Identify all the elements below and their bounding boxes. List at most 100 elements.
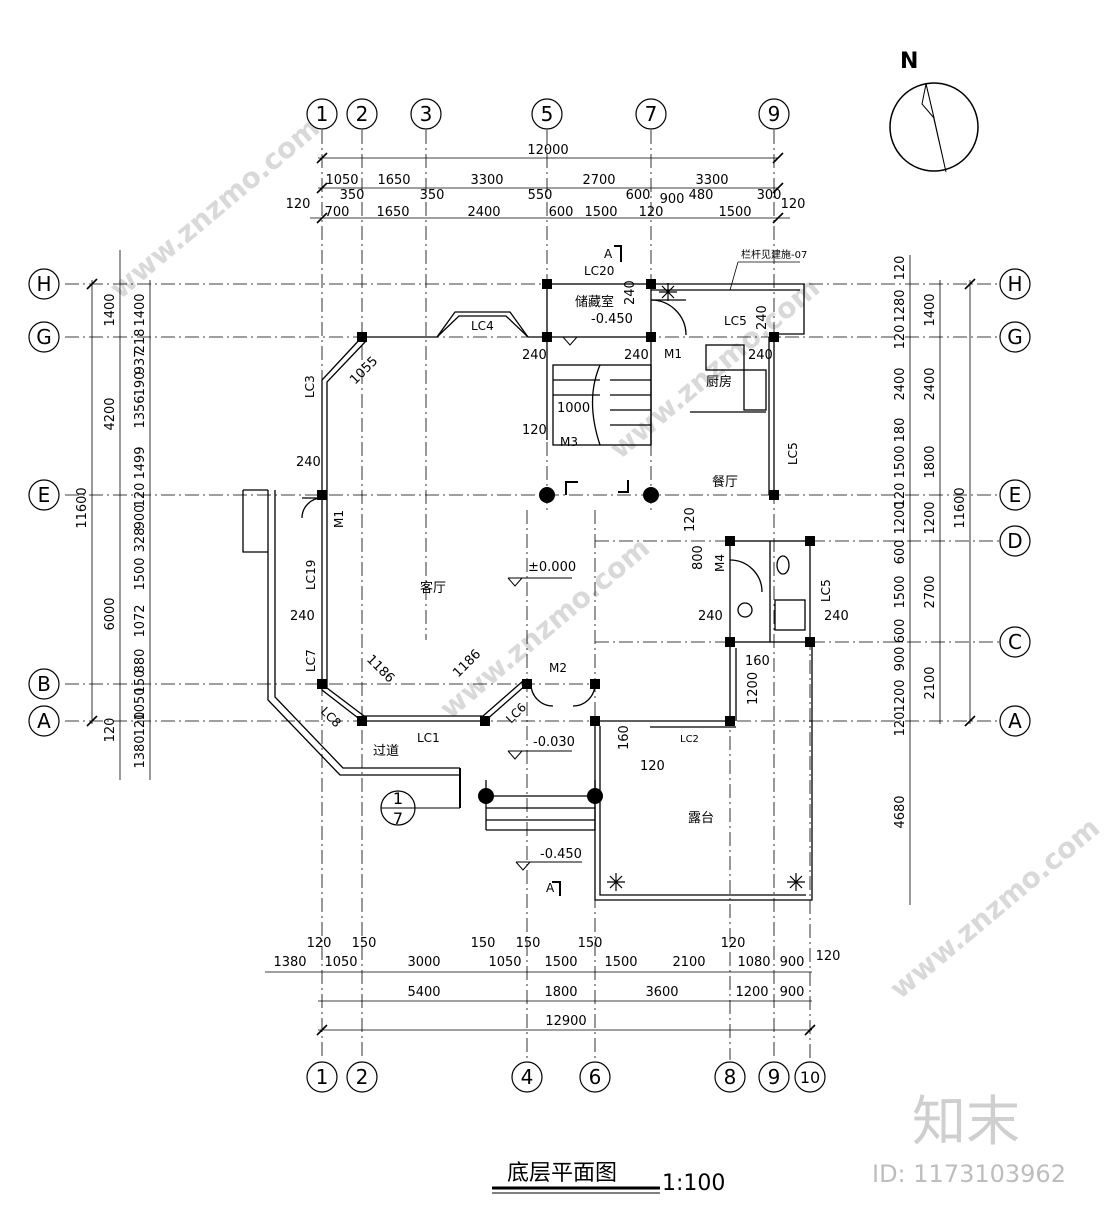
railing-note: 栏杆见建施-07 xyxy=(729,248,807,291)
window-label: LC1 xyxy=(417,731,440,745)
dim-text: 2400 xyxy=(893,367,908,400)
window-label: LC7 xyxy=(304,649,318,672)
dim-text: 328 xyxy=(133,528,148,553)
dim-text: 1650 xyxy=(377,173,410,188)
dim-text: 600 xyxy=(626,188,651,203)
dim-text: 1500 xyxy=(893,445,908,478)
dim-text: 1280 xyxy=(893,289,908,322)
railing-note-text: 栏杆见建施-07 xyxy=(741,248,807,261)
dim-text: 2700 xyxy=(582,173,615,188)
watermark-url: www.znzmo.com xyxy=(883,811,1106,1005)
dim-text: 120 xyxy=(640,759,665,774)
dim-text: 1000 xyxy=(557,401,590,416)
dim-text: 1500 xyxy=(544,955,577,970)
dim-text: 1356 xyxy=(133,395,148,428)
dim-text: 900 xyxy=(893,647,908,672)
dim-text: 600 xyxy=(549,205,574,220)
dim-text: 3600 xyxy=(645,985,678,1000)
dim-text: 937 xyxy=(133,350,148,375)
dim-text: 120 xyxy=(893,325,908,350)
dim-text: 1800 xyxy=(544,985,577,1000)
dim-text: 2400 xyxy=(467,205,500,220)
top-dimensions: 12000 1050 1650 3300 2700 3300 350 350 5… xyxy=(286,143,806,220)
dim-text: 150 xyxy=(133,670,148,695)
detail-sheet: 7 xyxy=(393,809,403,828)
axis-label-right: D xyxy=(1007,529,1022,553)
dim-total-top: 12000 xyxy=(527,143,568,158)
dim-text: 120 xyxy=(522,423,547,438)
axis-label-top: 3 xyxy=(420,102,433,126)
dim-text: 350 xyxy=(420,188,445,203)
dim-text: 1050 xyxy=(488,955,521,970)
dim-text: 1050 xyxy=(133,687,148,720)
dim-text: 2700 xyxy=(923,575,938,608)
bottom-dimensions: 120 150 150 150 150 120 120 1380 1050 30… xyxy=(273,936,840,1029)
door-label: M2 xyxy=(549,661,567,675)
detail-number: 1 xyxy=(393,789,403,808)
dim-text: 480 xyxy=(689,188,714,203)
axis-label-right: G xyxy=(1007,325,1023,349)
opening-labels: LC20 LC4 LC5 LC5 LC5 LC3 LC19 LC7 LC8 LC… xyxy=(303,264,833,745)
axis-label-top: 7 xyxy=(645,102,658,126)
dim-text: 600 xyxy=(893,619,908,644)
dim-text: 1380 xyxy=(273,955,306,970)
dim-text: 880 xyxy=(133,649,148,674)
dim-total-left: 11600 xyxy=(75,487,90,528)
dim-text: 1499 xyxy=(133,446,148,479)
dim-text: 120 xyxy=(133,483,148,508)
detail-index: 1 7 xyxy=(380,768,461,828)
dim-text: 240 xyxy=(623,280,638,305)
drawing-title-block: 底层平面图 1:100 xyxy=(492,1161,725,1196)
dim-text: 160 xyxy=(745,654,770,669)
axis-bubbles xyxy=(28,98,1031,1093)
axis-label-left: E xyxy=(38,483,51,507)
axis-label-right: C xyxy=(1008,630,1022,654)
door-label: M3 xyxy=(560,435,578,449)
window-label: LC20 xyxy=(584,264,614,278)
dim-text: 120 xyxy=(683,507,698,532)
dim-text: 1380 xyxy=(133,735,148,768)
axis-label-bottom: 8 xyxy=(724,1065,737,1089)
light-fixtures xyxy=(607,283,805,891)
dim-text: 1650 xyxy=(376,205,409,220)
room-names: 储藏室 厨房 餐厅 客厅 过道 露台 xyxy=(373,294,738,826)
level-entry: -0.030 xyxy=(533,735,575,750)
dim-text: 240 xyxy=(748,348,773,363)
window-label: LC2 xyxy=(680,734,699,745)
dim-text: 1080 xyxy=(737,955,770,970)
dim-text: 120 xyxy=(893,483,908,508)
axis-label-right: E xyxy=(1009,483,1022,507)
watermark-id: ID: 1173103962 xyxy=(872,1160,1066,1188)
dim-text: 240 xyxy=(522,348,547,363)
drawing-scale: 1:100 xyxy=(662,1171,725,1196)
axis-label-top: 9 xyxy=(768,102,781,126)
right-dimensions: 120 1280 120 2400 180 1500 120 1200 600 … xyxy=(893,256,968,829)
dim-total-right: 11600 xyxy=(953,487,968,528)
dim-text: 1500 xyxy=(584,205,617,220)
dim-text: 218 xyxy=(133,329,148,354)
dim-text: 120 xyxy=(781,197,806,212)
room-living: 客厅 xyxy=(420,580,446,596)
dim-text: 1500 xyxy=(604,955,637,970)
axis-label-left: H xyxy=(36,272,51,296)
dim-text: 160 xyxy=(617,725,632,750)
section-mark-labels: A A xyxy=(546,247,613,895)
section-mark-label: A xyxy=(604,247,613,261)
dim-text: 700 xyxy=(325,205,350,220)
section-mark-label: A xyxy=(546,881,555,895)
door-label: M4 xyxy=(713,554,727,572)
dim-text: 240 xyxy=(824,609,849,624)
dim-text: 2400 xyxy=(923,367,938,400)
axis-label-right: A xyxy=(1008,709,1022,733)
window-label: LC19 xyxy=(304,560,318,590)
dim-text: 800 xyxy=(691,545,706,570)
axis-label-bottom: 6 xyxy=(589,1065,602,1089)
dim-text: 1200 xyxy=(735,985,768,1000)
level-storage: -0.450 xyxy=(591,312,633,327)
dim-text: 3000 xyxy=(407,955,440,970)
dim-text: 240 xyxy=(296,455,321,470)
dim-text: 1200 xyxy=(893,501,908,534)
window-label: LC5 xyxy=(786,442,800,465)
dim-total-bottom: 12900 xyxy=(545,1014,586,1029)
dim-text: 900 xyxy=(660,192,685,207)
